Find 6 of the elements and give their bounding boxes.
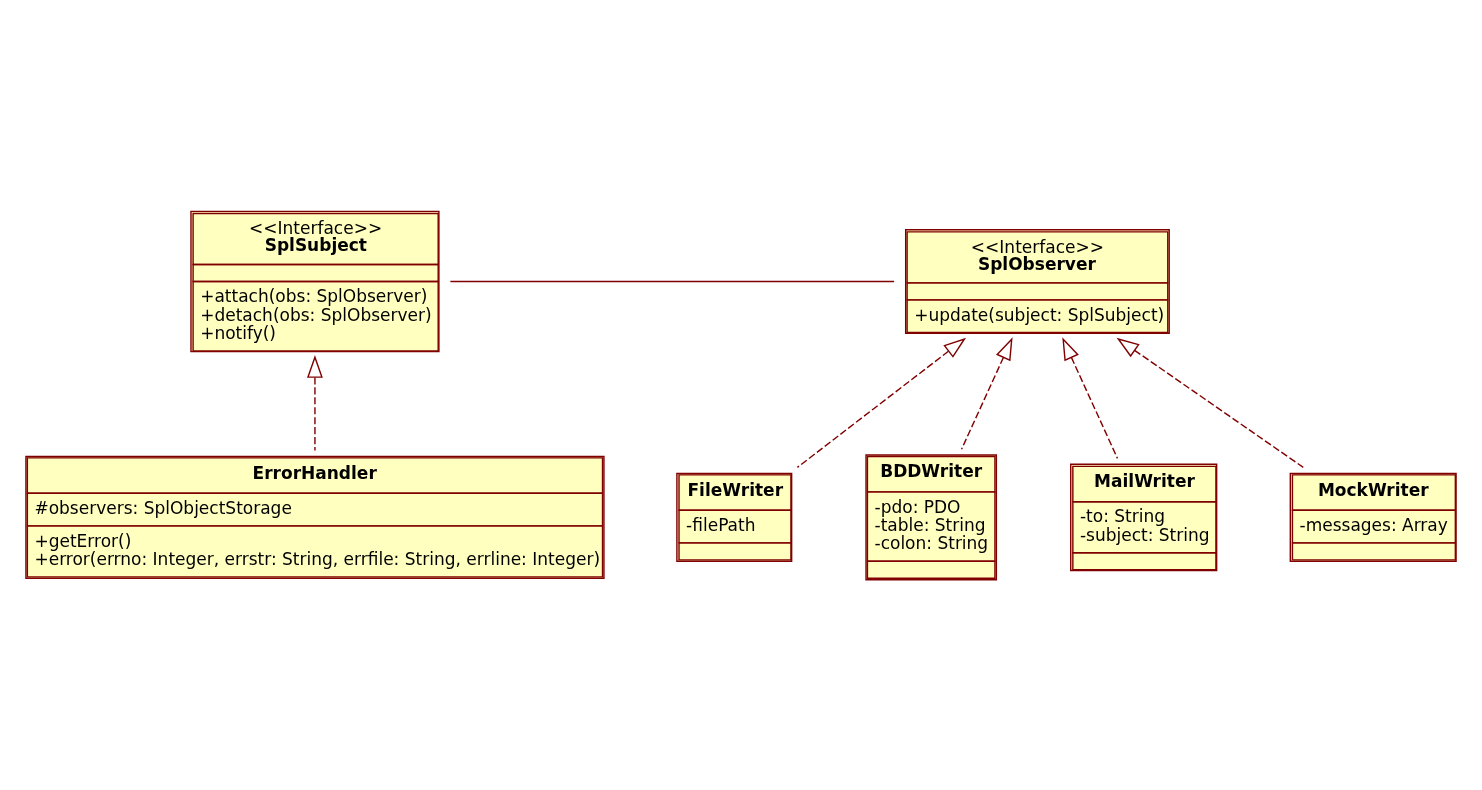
arrow [796, 337, 967, 468]
arrow [960, 336, 1013, 450]
arrow [1062, 336, 1119, 459]
arrow [1116, 337, 1304, 468]
arrow [307, 354, 323, 451]
connector [449, 280, 895, 282]
